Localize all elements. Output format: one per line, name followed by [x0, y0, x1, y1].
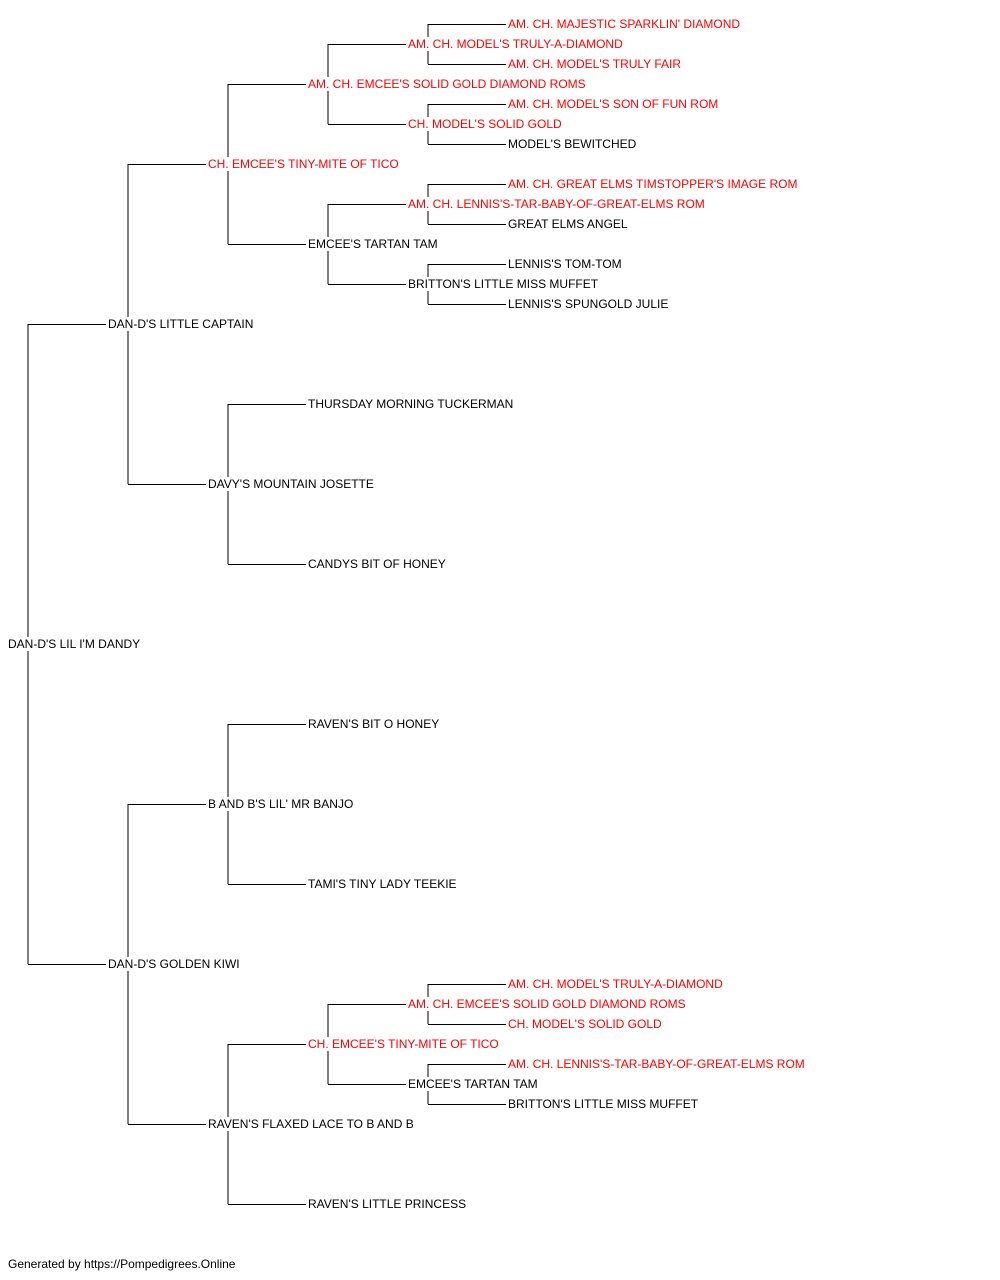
pedigree-node-subject-sire-sire-sire: AM. CH. EMCEE'S SOLID GOLD DIAMOND ROMS — [308, 77, 588, 91]
pedigree-node-subject-sire-sire-dam: EMCEE'S TARTAN TAM — [308, 237, 440, 251]
pedigree-node-subject-dam-dam-sire-dam-dam: BRITTON'S LITTLE MISS MUFFET — [508, 1097, 701, 1111]
pedigree-node-subject-sire-sire-dam-sire-sire: AM. CH. GREAT ELMS TIMSTOPPER'S IMAGE RO… — [508, 177, 800, 191]
footer-credit: Generated by https://Pompedigrees.Online — [8, 1257, 236, 1271]
pedigree-node-subject-dam-dam-sire-dam-sire: AM. CH. LENNIS'S-TAR-BABY-OF-GREAT-ELMS … — [508, 1057, 807, 1071]
pedigree-node-subject-sire-sire-dam-dam: BRITTON'S LITTLE MISS MUFFET — [408, 277, 601, 291]
pedigree-node-subject-sire-dam: DAVY'S MOUNTAIN JOSETTE — [208, 477, 376, 491]
pedigree-node-subject-sire-dam-dam: CANDYS BIT OF HONEY — [308, 557, 448, 571]
pedigree-node-subject-dam-dam-sire-sire-sire: AM. CH. MODEL'S TRULY-A-DIAMOND — [508, 977, 725, 991]
pedigree-node-subject: DAN-D'S LIL I'M DANDY — [8, 637, 143, 651]
pedigree-node-subject-dam-dam-sire: CH. EMCEE'S TINY-MITE OF TICO — [308, 1037, 501, 1051]
pedigree-node-subject-sire-sire-sire-sire-sire: AM. CH. MAJESTIC SPARKLIN' DIAMOND — [508, 17, 743, 31]
pedigree-node-subject-sire-sire-dam-dam-sire: LENNIS'S TOM-TOM — [508, 257, 624, 271]
pedigree-node-subject-sire-dam-sire: THURSDAY MORNING TUCKERMAN — [308, 397, 516, 411]
pedigree-node-subject-sire-sire-sire-sire: AM. CH. MODEL'S TRULY-A-DIAMOND — [408, 37, 625, 51]
pedigree-node-subject-sire-sire: CH. EMCEE'S TINY-MITE OF TICO — [208, 157, 401, 171]
pedigree-node-subject-sire-sire-dam-dam-dam: LENNIS'S SPUNGOLD JULIE — [508, 297, 671, 311]
pedigree-node-subject-dam: DAN-D'S GOLDEN KIWI — [108, 957, 242, 971]
pedigree-node-subject-sire-sire-sire-dam-sire: AM. CH. MODEL'S SON OF FUN ROM — [508, 97, 721, 111]
pedigree-node-subject-dam-dam: RAVEN'S FLAXED LACE TO B AND B — [208, 1117, 416, 1131]
pedigree-node-subject-sire: DAN-D'S LITTLE CAPTAIN — [108, 317, 256, 331]
pedigree-node-subject-dam-sire-sire: RAVEN'S BIT O HONEY — [308, 717, 442, 731]
pedigree-node-subject-dam-sire-dam: TAMI'S TINY LADY TEEKIE — [308, 877, 459, 891]
pedigree-node-subject-sire-sire-sire-dam: CH. MODEL'S SOLID GOLD — [408, 117, 564, 131]
pedigree-node-subject-dam-dam-sire-sire: AM. CH. EMCEE'S SOLID GOLD DIAMOND ROMS — [408, 997, 688, 1011]
pedigree-node-subject-sire-sire-dam-sire: AM. CH. LENNIS'S-TAR-BABY-OF-GREAT-ELMS … — [408, 197, 707, 211]
pedigree-node-subject-dam-dam-sire-dam: EMCEE'S TARTAN TAM — [408, 1077, 540, 1091]
pedigree-node-subject-dam-dam-dam: RAVEN'S LITTLE PRINCESS — [308, 1197, 469, 1211]
pedigree-node-subject-sire-sire-dam-sire-dam: GREAT ELMS ANGEL — [508, 217, 630, 231]
pedigree-node-subject-dam-dam-sire-sire-dam: CH. MODEL'S SOLID GOLD — [508, 1017, 664, 1031]
pedigree-node-subject-dam-sire: B AND B'S LIL' MR BANJO — [208, 797, 356, 811]
pedigree-node-subject-sire-sire-sire-sire-dam: AM. CH. MODEL'S TRULY FAIR — [508, 57, 683, 71]
pedigree-node-subject-sire-sire-sire-dam-dam: MODEL'S BEWITCHED — [508, 137, 639, 151]
